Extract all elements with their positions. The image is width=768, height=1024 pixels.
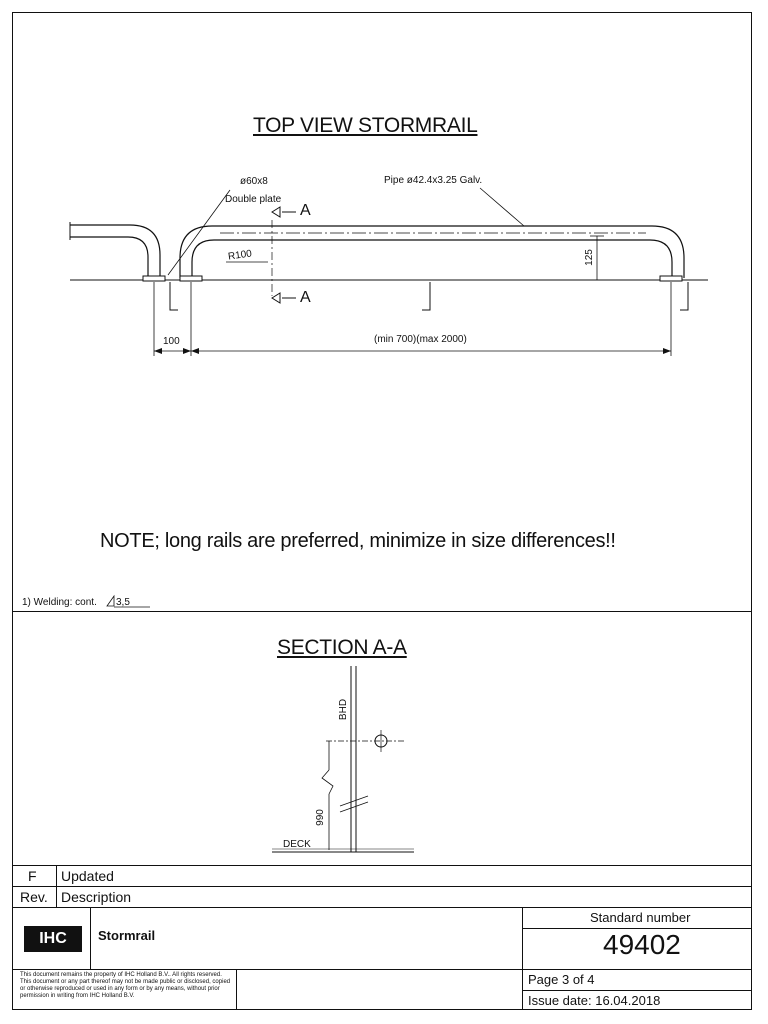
break-mark bbox=[339, 795, 369, 813]
section-marker-top: A bbox=[300, 202, 311, 219]
deck-label: DECK bbox=[283, 839, 311, 850]
bracket-mid bbox=[422, 282, 431, 311]
revision-header: Rev. bbox=[20, 889, 48, 905]
pipe-spec-label: Pipe ø42.4x3.25 Galv. bbox=[384, 175, 483, 186]
section-marker-bottom: A bbox=[300, 289, 311, 306]
section-separator bbox=[12, 611, 752, 612]
top-view-title: TOP VIEW STORMRAIL bbox=[253, 114, 478, 137]
dim-990-label: 990 bbox=[314, 809, 326, 826]
welding-symbol-icon bbox=[106, 594, 150, 608]
ihc-logo: IHC bbox=[24, 926, 82, 952]
drawing-title: Stormrail bbox=[98, 928, 156, 943]
copyright-notice: This document remains the property of IH… bbox=[20, 972, 231, 999]
dim-span-label: (min 700)(max 2000) bbox=[374, 334, 467, 345]
note-text: NOTE; long rails are preferred, minimize… bbox=[100, 530, 616, 552]
standard-number-label: Standard number bbox=[590, 910, 691, 925]
issue-date-row: Issue date: 16.04.2018 bbox=[528, 993, 660, 1008]
left-pipe-outer bbox=[70, 224, 161, 278]
revision-description: Updated bbox=[61, 868, 114, 884]
top-view-drawing bbox=[69, 187, 708, 356]
main-pipe-outer bbox=[179, 225, 685, 278]
welding-note: 1) Welding: cont. bbox=[22, 597, 97, 608]
bracket-left bbox=[169, 282, 178, 311]
section-arrow-top bbox=[271, 206, 296, 218]
section-arrow-bottom bbox=[271, 292, 296, 304]
section-drawing bbox=[272, 666, 414, 853]
standard-number: 49402 bbox=[603, 929, 681, 960]
welding-size: 3,5 bbox=[116, 597, 130, 608]
base-plate-mid bbox=[179, 275, 203, 282]
bracket-right bbox=[680, 282, 689, 311]
plate-size-label: ø60x8 bbox=[240, 176, 268, 187]
page-number: Page 3 of 4 bbox=[528, 972, 595, 987]
base-plate-right bbox=[659, 275, 683, 282]
main-pipe-inner bbox=[191, 239, 673, 278]
double-plate-label: Double plate bbox=[225, 194, 282, 205]
dim-100-label: 100 bbox=[163, 336, 180, 347]
issue-date: 16.04.2018 bbox=[595, 993, 661, 1008]
plate-leader bbox=[167, 189, 231, 276]
section-title: SECTION A-A bbox=[277, 636, 407, 659]
bhd-label: BHD bbox=[338, 698, 350, 721]
height-label: 125 bbox=[583, 249, 595, 266]
base-plate-left bbox=[142, 275, 166, 282]
drawing-frame bbox=[12, 12, 752, 1010]
left-pipe-inner bbox=[70, 236, 149, 278]
pipe-leader bbox=[479, 187, 525, 227]
revision-code: F bbox=[28, 868, 37, 884]
description-header: Description bbox=[61, 889, 132, 905]
issue-date-label: Issue date: bbox=[528, 993, 592, 1008]
